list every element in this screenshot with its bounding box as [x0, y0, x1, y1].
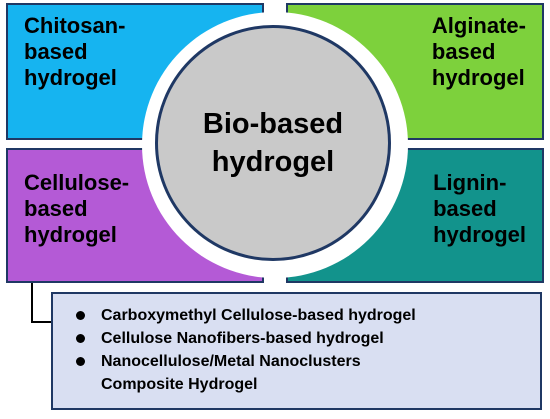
center-label-line: hydrogel — [211, 146, 335, 178]
center-label: Bio-based hydrogel — [203, 105, 343, 181]
alginate-label-line: hydrogel — [431, 65, 525, 90]
list-item-text: Nanocellulose/Metal Nanoclusters — [101, 353, 361, 370]
alginate-label-line: Alginate- — [431, 13, 526, 38]
chitosan-label: Chitosan- based hydrogel — [24, 13, 125, 91]
lignin-label: Lignin- based hydrogel — [433, 170, 526, 248]
cellulose-label-line: Cellulose- — [24, 170, 130, 195]
cellulose-subtypes-box: Carboxymethyl Cellulose-based hydrogel C… — [51, 292, 542, 410]
cellulose-label: Cellulose- based hydrogel — [24, 170, 129, 248]
center-circle: Bio-based hydrogel — [155, 25, 391, 261]
bullet-icon — [76, 334, 85, 343]
lignin-label-line: based — [433, 196, 497, 221]
alginate-label-line: based — [431, 39, 496, 64]
center-label-line: Bio-based — [202, 108, 344, 140]
cellulose-label-line: hydrogel — [24, 222, 117, 247]
alginate-label: Alginate- based hydrogel — [432, 13, 526, 91]
list-item: Nanocellulose/Metal Nanoclusters Composi… — [53, 350, 540, 396]
list-item-text: Carboxymethyl Cellulose-based hydrogel — [101, 307, 416, 324]
list-item-text: Composite Hydrogel — [101, 376, 258, 393]
list-item: Carboxymethyl Cellulose-based hydrogel — [53, 304, 540, 327]
bullet-icon — [76, 357, 85, 366]
cellulose-label-line: based — [24, 196, 88, 221]
bullet-icon — [76, 311, 85, 320]
list-item: Cellulose Nanofibers-based hydrogel — [53, 327, 540, 350]
chitosan-label-line: based — [24, 39, 88, 64]
lignin-label-line: Lignin- — [433, 170, 507, 195]
lignin-label-line: hydrogel — [433, 222, 526, 247]
connector-line — [31, 283, 51, 323]
list-item-text: Cellulose Nanofibers-based hydrogel — [101, 330, 384, 347]
chitosan-label-line: Chitosan- — [24, 13, 126, 38]
cellulose-subtypes-list: Carboxymethyl Cellulose-based hydrogel C… — [53, 294, 540, 396]
chitosan-label-line: hydrogel — [24, 65, 117, 90]
